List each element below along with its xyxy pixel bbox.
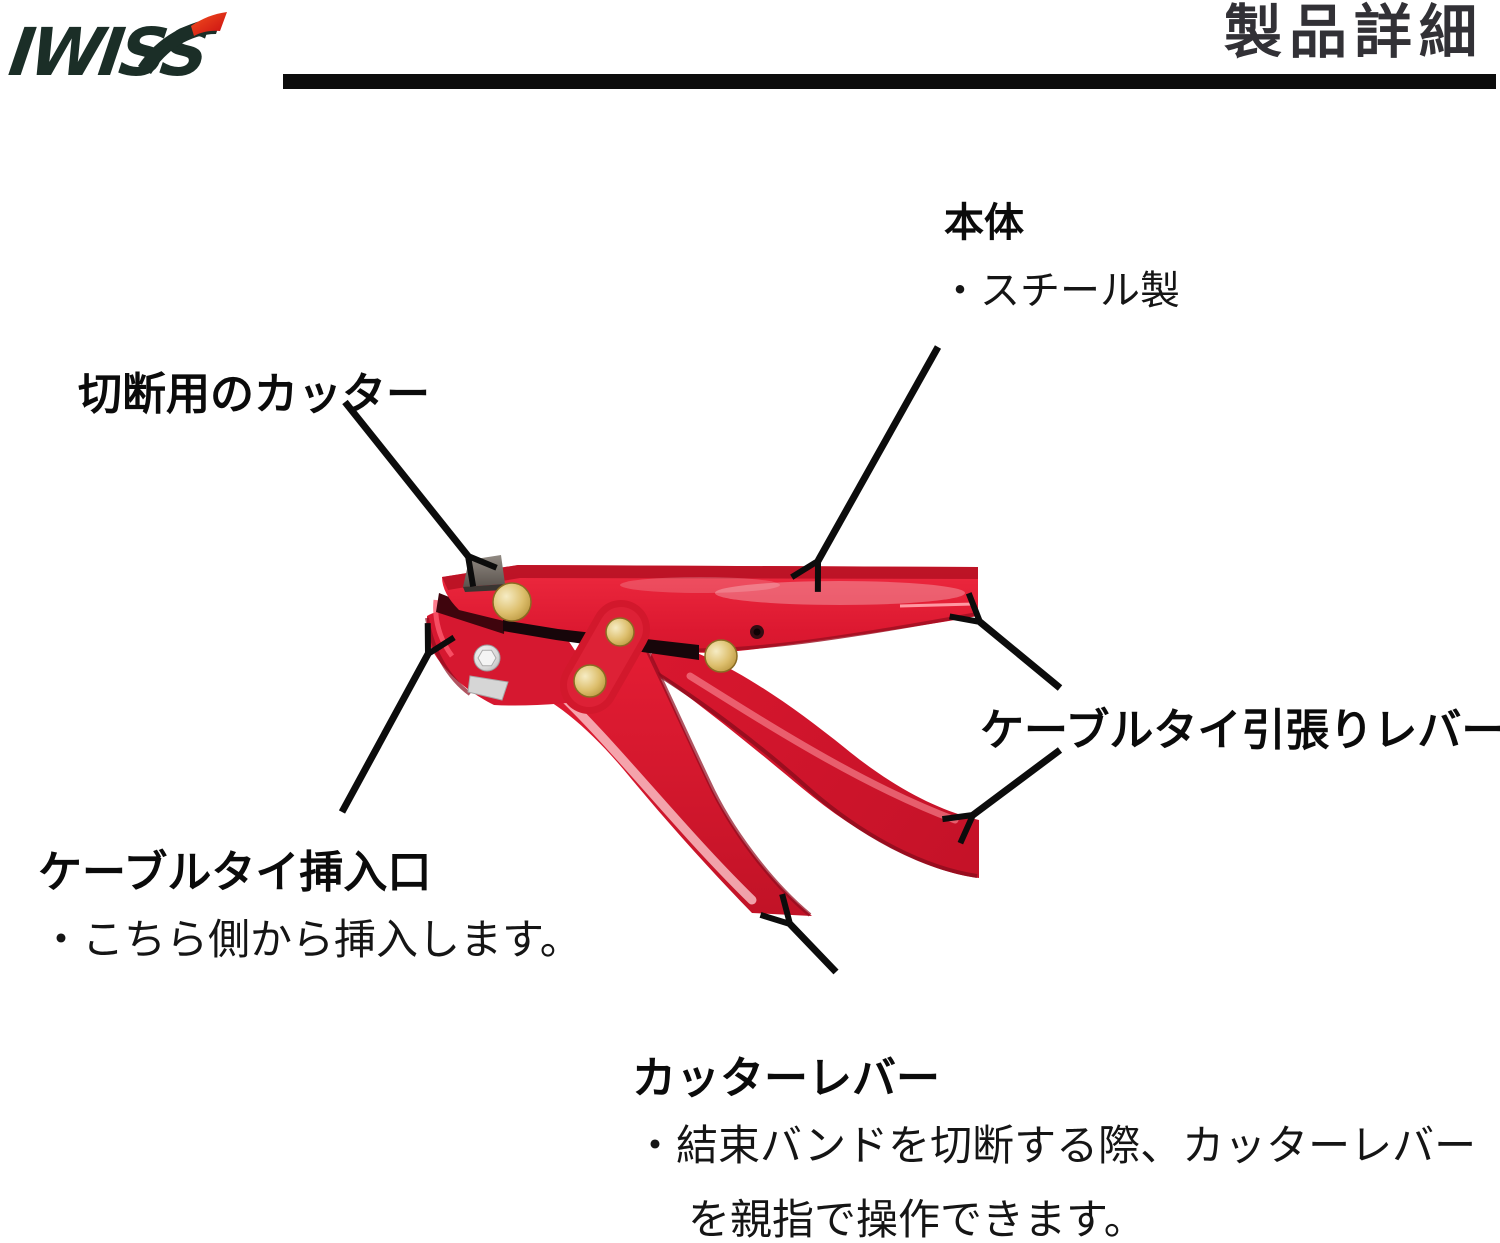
tool-rear-handle	[646, 640, 979, 878]
tool-cutter-blade	[463, 555, 505, 592]
note-body-material: ・スチール製	[940, 269, 1180, 313]
brand-logo: IWISS	[5, 6, 278, 101]
tool-jaw-bolt	[467, 644, 509, 701]
tool-body-hole	[750, 625, 764, 639]
label-cutter-lever: カッターレバー	[632, 1054, 940, 1103]
cable-tie-gun-photo	[425, 555, 979, 917]
note-cutter-lever-line2: を親指で操作できます。	[688, 1196, 1146, 1243]
arrow-to-insertion-port	[338, 654, 428, 814]
label-body: 本体	[944, 201, 1024, 245]
arrow-to-pull-lever-lower	[973, 747, 1063, 815]
logo-swoosh-icon	[138, 12, 227, 74]
label-insertion-port: ケーブルタイ挿入口	[38, 848, 432, 897]
label-pull-lever: ケーブルタイ引張りレバー	[980, 706, 1500, 755]
header-divider	[283, 74, 1496, 89]
arrow-to-cutter-lever	[790, 924, 839, 975]
tool-body	[442, 565, 978, 653]
note-cutter-lever-line1: ・結束バンドを切断する際、カッターレバー	[634, 1122, 1477, 1169]
arrow-to-cutter	[342, 399, 468, 556]
arrow-to-body	[818, 345, 942, 561]
arrow-to-pull-lever-upper	[980, 622, 1063, 691]
label-cutter: 切断用のカッター	[78, 370, 430, 419]
note-insertion-port: ・こちら側から挿入します。	[40, 916, 582, 963]
tool-rivets	[492, 582, 738, 698]
page-title: 製品詳細	[1224, 0, 1485, 65]
